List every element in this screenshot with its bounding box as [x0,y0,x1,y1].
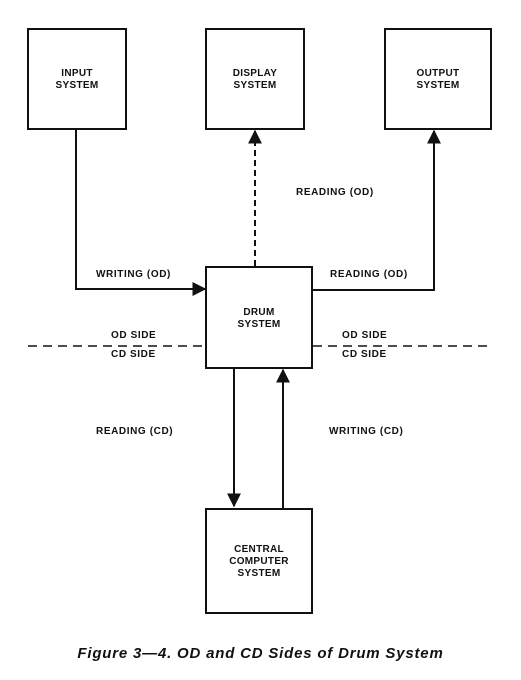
left-od-side-label: OD SIDE [111,330,157,341]
writing-od-connector [75,130,207,296]
input-system-label-line1: INPUT [61,68,93,79]
drum-system-box: DRUM SYSTEM [205,266,313,369]
drum-system-label-line1: DRUM [243,307,275,318]
drum-system-label-line2: SYSTEM [237,319,281,330]
reading-od-display-label: READING (OD) [296,187,374,198]
input-system-box: INPUT SYSTEM [27,28,127,130]
central-computer-label-line3: SYSTEM [237,568,281,579]
display-system-label-line1: DISPLAY [232,68,278,79]
display-system-box: DISPLAY SYSTEM [205,28,305,130]
output-system-label-line1: OUTPUT [416,68,460,79]
reading-od-output-connector [313,129,441,291]
reading-od-output-label: READING (OD) [330,269,408,280]
right-cd-side-label: CD SIDE [342,349,387,360]
right-od-side-label: OD SIDE [342,330,388,341]
writing-od-label: WRITING (OD) [96,269,171,280]
reading-cd-label: READING (CD) [96,426,174,437]
left-cd-side-label: CD SIDE [111,349,156,360]
figure-caption: Figure 3—4. OD and CD Sides of Drum Syst… [77,645,444,662]
writing-cd-label: WRITING (CD) [329,426,404,437]
central-computer-system-box: CENTRAL COMPUTER SYSTEM [205,508,313,614]
output-system-label-line2: SYSTEM [416,80,460,91]
central-computer-label-line2: COMPUTER [229,556,289,567]
input-system-label-line2: SYSTEM [55,80,99,91]
central-computer-label-line1: CENTRAL [234,544,284,555]
output-system-box: OUTPUT SYSTEM [384,28,492,130]
display-system-label-line2: SYSTEM [233,80,277,91]
